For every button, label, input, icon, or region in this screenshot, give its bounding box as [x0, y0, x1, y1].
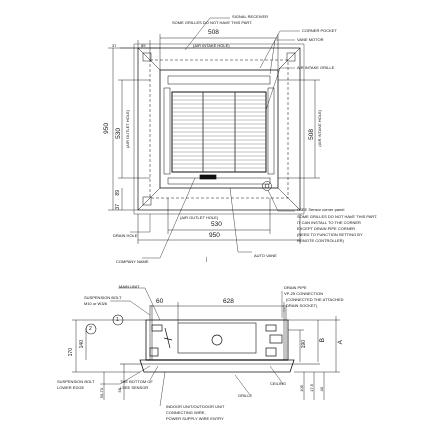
vp25-label-1: VP-25 CONNECTION: [284, 291, 324, 296]
note-line-5: REMOTE CONTROLLER): [297, 238, 344, 243]
m10-label: M10 or W3/8: [84, 301, 107, 306]
company-name-label: COMPANY NAME: [116, 259, 149, 264]
dim-628: 628: [223, 298, 234, 305]
some-grilles-top-label: SOME GRILLES DO NOT HAVE THIS PART.: [172, 20, 253, 25]
dim-58: 58: [117, 388, 122, 393]
side-dim-lines: [72, 302, 340, 400]
air-intake-grille-label: AIR INTAKE GRILLE: [297, 65, 335, 70]
dim-950-left: 950: [103, 123, 110, 134]
dim-17-5: 17.5: [309, 384, 314, 392]
dim-530-left: 530: [115, 128, 122, 139]
air-intake-hole-right: (AIR INTAKE HOLE): [317, 110, 322, 147]
dim-A: A: [337, 340, 344, 345]
dim-B: B: [319, 338, 326, 343]
dim-950-bottom: 950: [209, 232, 220, 239]
callout-2: 2: [89, 326, 92, 332]
main-unit-label: MAIN UNIT: [119, 284, 140, 289]
grille-label: GRILLE: [238, 393, 253, 398]
corner-pockets: [137, 47, 301, 211]
top-dim-lines: [108, 34, 320, 244]
suspension-lower-1: SUSPENSION BOLT: [57, 379, 95, 384]
company-name-plate: [199, 174, 217, 180]
panel-outline: [133, 43, 305, 215]
vp25-label-2: (CONNECTED THE ATTACHED: [286, 297, 344, 302]
suspension-lower-2: LOWER EDGE: [57, 385, 85, 390]
signal-receiver-label: SIGNAL RECEIVER: [232, 14, 269, 19]
indoor-label-2: CONNECTING WIRE,: [166, 410, 206, 415]
dim-508-right: 508: [308, 129, 315, 140]
dim-89-top: 89: [141, 43, 146, 48]
dim-508-top: 508: [208, 29, 219, 36]
vp25-label-3: DRAIN SOCKET): [286, 303, 318, 308]
dim-89-left: 89: [115, 190, 121, 196]
corner-pocket-label: CORNER POCKET: [302, 28, 337, 33]
air-outlet-hole-left: (AIR OUTLET HOLE): [125, 110, 130, 149]
top-leaders: [130, 17, 300, 259]
dim-60: 60: [156, 298, 164, 305]
suspension-bolt-label: SUSPENSION BOLT: [84, 295, 122, 300]
i-see-panel-label: i-SEE Sensor corner panel: [297, 207, 345, 212]
dim-140: 140: [79, 340, 85, 349]
vanes: [163, 75, 275, 185]
drain-hole-label: DRAIN HOLE: [113, 233, 138, 238]
suspension-bolts: [149, 305, 287, 360]
callout-1: 1: [116, 317, 119, 323]
dim-50-70: 50-70: [99, 388, 104, 399]
dim-530-bottom: 530: [211, 221, 222, 228]
separator-mark: |: [206, 257, 208, 263]
side-leaders: [100, 287, 284, 407]
ceiling-label: CEILING: [270, 381, 287, 386]
note-line-1: SOME GRILLES DO NOT HAVE THIS PART.: [297, 214, 378, 219]
dim-190: 190: [301, 340, 307, 349]
drain-pipe-label: DRAIN PIPE: [284, 285, 307, 290]
air-outlet-hole-bottom: (AIR OUTLET HOLE): [180, 215, 219, 220]
indoor-label-3: POWER SUPPLY WIRE ENTRY: [166, 416, 224, 421]
dim-37-left: 37: [115, 204, 121, 210]
dim-105: 105: [299, 385, 304, 392]
vane-motor-label: VANE MOTOR: [297, 37, 324, 42]
auto-vane-label: AUTO VANE: [254, 253, 277, 258]
indoor-label-1: INDOOR UNIT/OUTDOOR UNIT: [166, 404, 225, 409]
air-intake-grille: [171, 91, 267, 173]
note-line-3: EXCEPT DRAIN PIPE CORNER: [297, 226, 356, 231]
air-outlet-outline: [149, 59, 289, 199]
note-line-2: IT CAN INSTALL TO THE CORNER: [297, 220, 361, 225]
bottom-isee-1: THE BOTTOM OF: [120, 379, 153, 384]
bottom-isee-2: i-SEE SENSOR: [120, 385, 149, 390]
note-line-4: (NEED TO FUNCTION SETTING BY: [297, 232, 363, 237]
side-view-body: [120, 319, 320, 373]
dim-170: 170: [68, 348, 74, 357]
dim-37-top: 37: [112, 43, 117, 48]
grille-frame: [159, 69, 279, 189]
air-intake-hole-label: (AIR INTAKE HOLE): [193, 43, 230, 48]
dim-40: 40: [319, 387, 324, 392]
